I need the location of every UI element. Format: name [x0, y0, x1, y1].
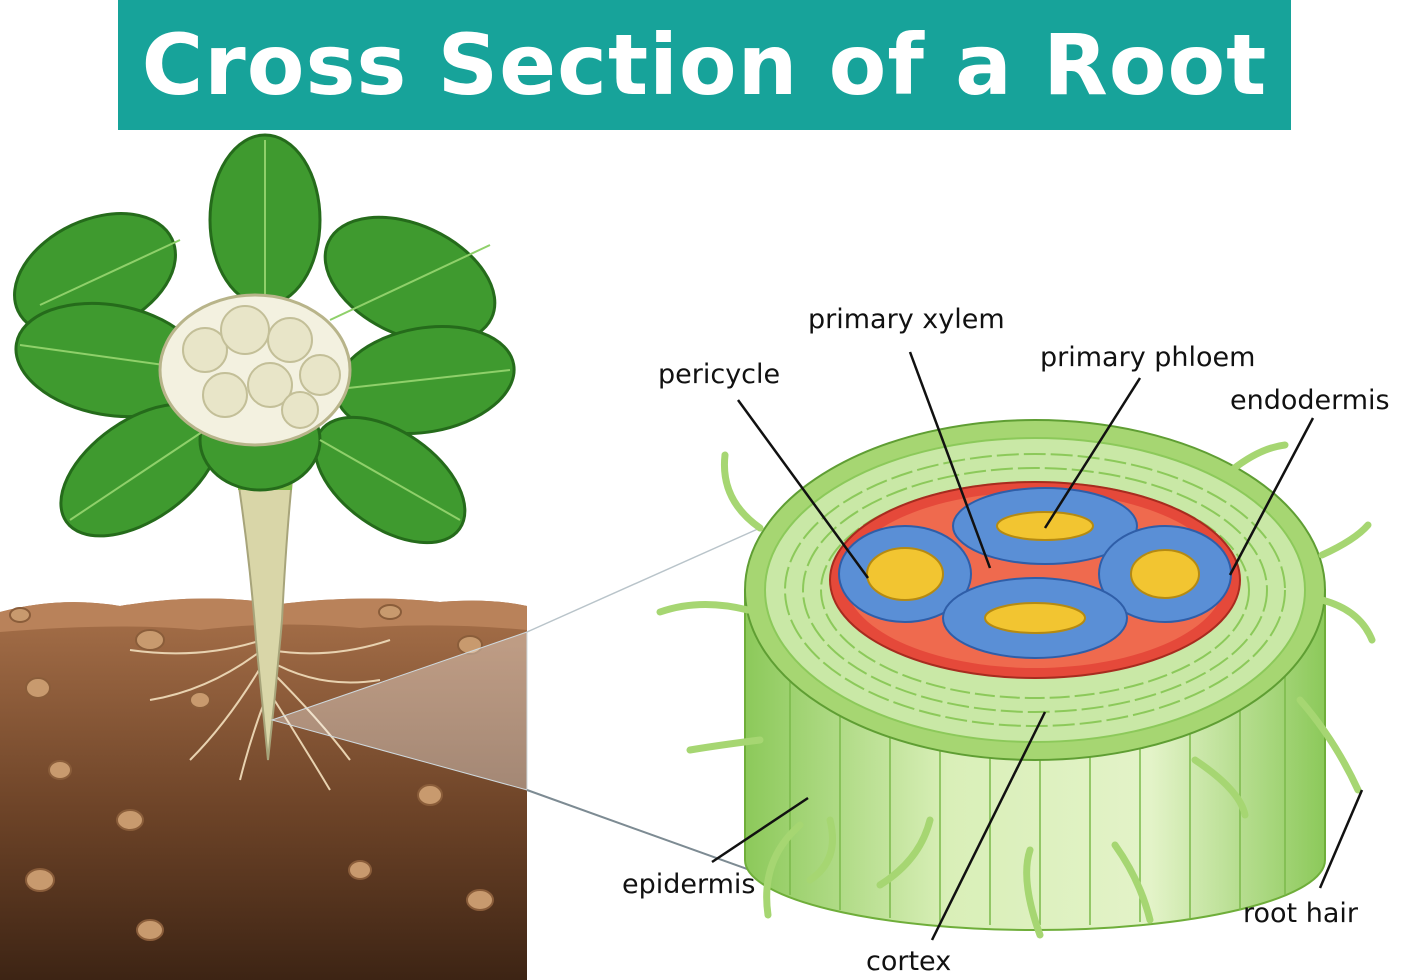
label-endodermis: endodermis [1230, 385, 1390, 416]
vascular-bundles [838, 487, 1232, 659]
zoom-cone [270, 631, 528, 791]
soil-pebbles [9, 604, 494, 941]
plant-illustration [0, 133, 528, 980]
label-primary-phloem: primary phloem [1040, 342, 1255, 373]
leader-root-hair [1318, 789, 1364, 889]
leader-lines [711, 351, 1364, 941]
soil [0, 598, 527, 980]
title-banner: Cross Section of a Root [118, 0, 1291, 130]
cauliflower-head [158, 293, 352, 447]
leader-cortex [930, 711, 1047, 941]
taproot [236, 479, 294, 761]
leader-primary-phloem [1043, 377, 1142, 529]
leader-endodermis [1228, 417, 1315, 576]
leader-epidermis [711, 796, 809, 864]
root-hairs [656, 441, 1376, 939]
label-epidermis: epidermis [622, 869, 756, 900]
leader-pericycle [736, 399, 870, 579]
zoom-line-top [526, 527, 761, 633]
root-cross-section [656, 419, 1376, 939]
cortex-cell-rings [784, 453, 1286, 727]
label-pericycle: pericycle [658, 359, 780, 390]
page-title: Cross Section of a Root [141, 16, 1268, 114]
leader-primary-xylem [908, 351, 992, 569]
label-cortex: cortex [866, 946, 951, 977]
leaf-veins [19, 140, 511, 521]
label-primary-xylem: primary xylem [808, 304, 1005, 335]
label-root-hair: root hair [1243, 898, 1359, 929]
labels: primary xylem primary phloem pericycle e… [622, 304, 1390, 977]
